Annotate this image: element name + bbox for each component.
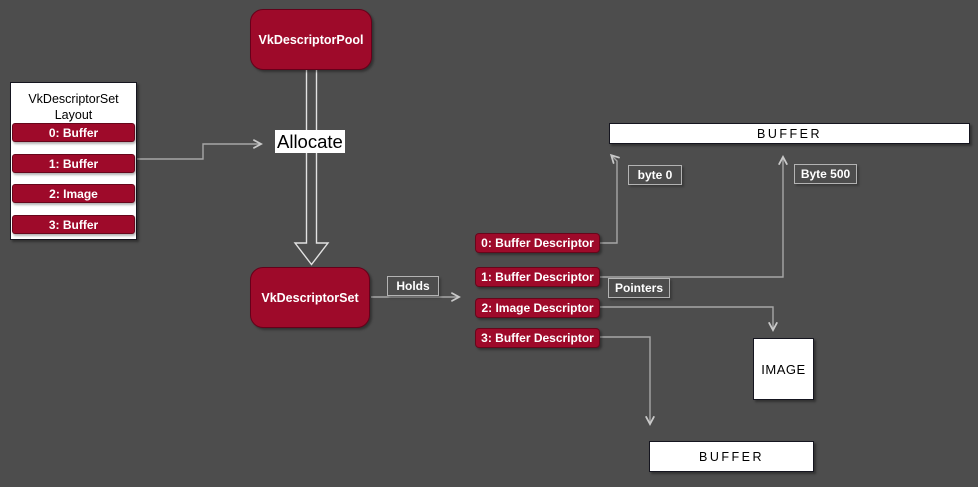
edge-label-allocate: Allocate (275, 130, 345, 153)
connector-desc3-to-buffer (600, 336, 655, 426)
connector-desc0-to-buffer (600, 153, 620, 244)
node-image: IMAGE (753, 338, 814, 400)
node-buffer-descriptor-1: 1: Buffer Descriptor (475, 267, 600, 287)
edge-label-byte-500: Byte 500 (794, 164, 857, 184)
edge-label-byte-0: byte 0 (628, 165, 682, 185)
node-buffer-descriptor-3: 3: Buffer Descriptor (475, 328, 600, 348)
hollow-arrow-pool-to-set (293, 68, 330, 266)
node-buffer-top: BUFFER (609, 123, 970, 144)
node-vkdescriptorset: VkDescriptorSet (250, 267, 370, 328)
connector-desc2-to-image (600, 306, 778, 332)
node-image-descriptor-2: 2: Image Descriptor (475, 298, 600, 318)
layout-row-1-buffer: 1: Buffer (12, 154, 135, 173)
connector-layout-to-allocate (137, 139, 263, 160)
edge-label-pointers: Pointers (608, 278, 670, 298)
node-vkdescriptorsetlayout: VkDescriptorSet Layout 0: Buffer 1: Buff… (10, 82, 137, 240)
layout-title: VkDescriptorSet Layout (28, 92, 119, 123)
node-buffer-bottom: BUFFER (649, 441, 814, 472)
layout-row-0-buffer: 0: Buffer (12, 123, 135, 142)
node-vkdescriptorpool: VkDescriptorPool (250, 9, 372, 70)
connector-desc1-to-buffer (600, 155, 788, 278)
edge-label-holds: Holds (387, 276, 439, 296)
node-vkdescriptorpool-label: VkDescriptorPool (258, 32, 364, 47)
node-vkdescriptorset-label: VkDescriptorSet (261, 290, 359, 305)
node-buffer-descriptor-0: 0: Buffer Descriptor (475, 233, 600, 253)
layout-row-3-buffer: 3: Buffer (12, 215, 135, 234)
layout-row-2-image: 2: Image (12, 184, 135, 203)
